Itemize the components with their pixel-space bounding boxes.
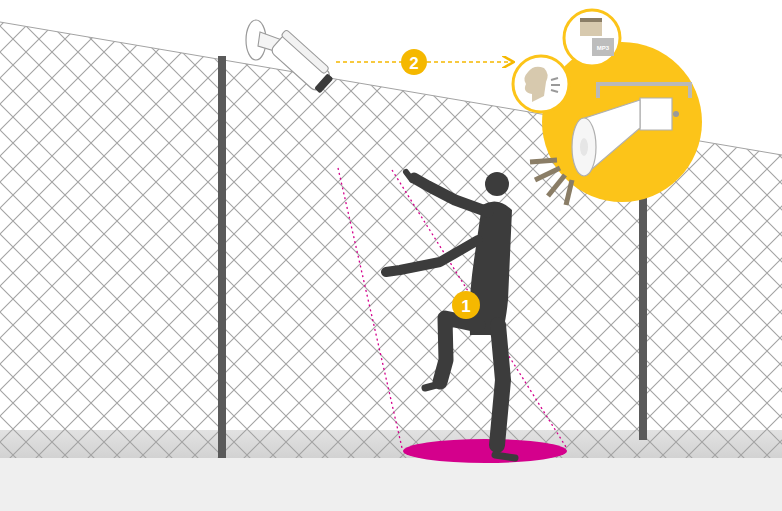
fence-post [639, 190, 647, 440]
callout-number: 1 [461, 298, 470, 315]
callout-circle [401, 49, 427, 75]
media-icon [564, 10, 620, 66]
file-type-label: MP3 [597, 45, 609, 51]
view-line [392, 170, 566, 447]
fence-post [218, 56, 226, 458]
climbing-person [386, 172, 515, 458]
speaker-highlight [542, 42, 702, 202]
voice-icon [513, 56, 569, 112]
view-line [338, 168, 402, 448]
camera [246, 20, 337, 95]
horn-speaker [572, 84, 690, 176]
callout-number: 2 [409, 55, 418, 72]
sound-waves [530, 160, 572, 205]
detection-area [403, 439, 567, 463]
fence-mesh [0, 0, 782, 470]
callout-circle [452, 291, 480, 319]
